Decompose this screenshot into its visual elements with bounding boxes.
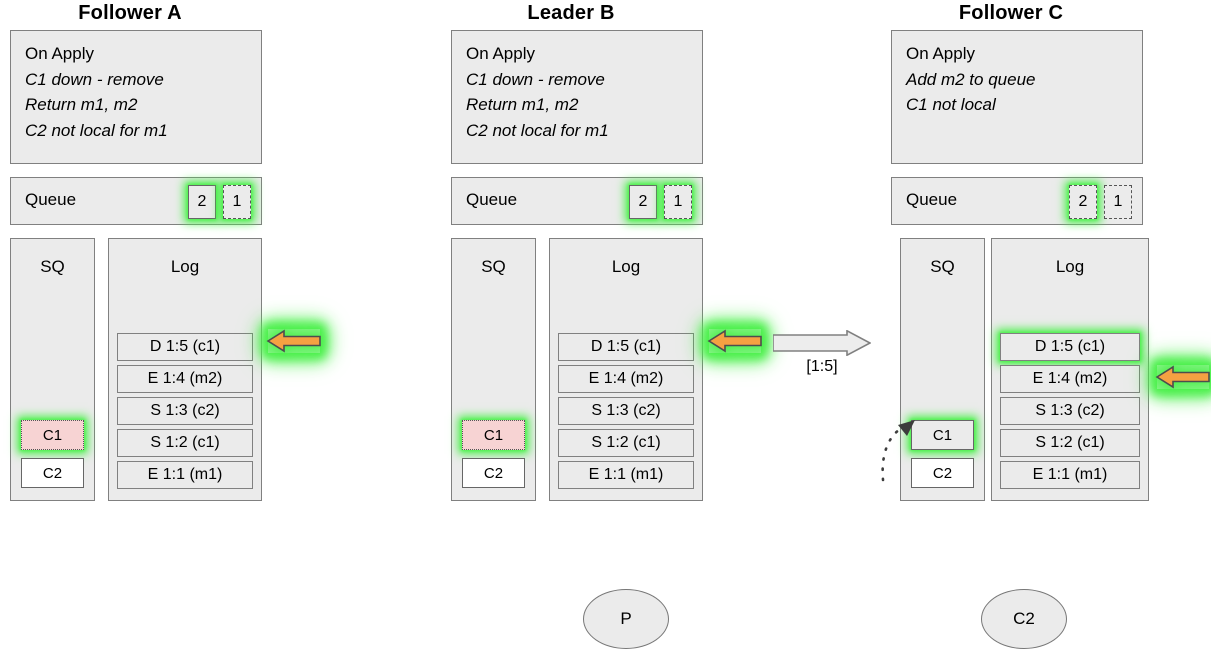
log-entry[interactable]: E 1:1 (m1) <box>1000 461 1140 489</box>
panel-title: Follower C <box>958 2 1064 24</box>
on-apply-line: Add m2 to queue <box>906 69 1036 89</box>
log-column: Log D 1:5 (c1) E 1:4 (m2) S 1:3 (c2) S 1… <box>991 238 1149 501</box>
log-entry[interactable]: S 1:3 (c2) <box>117 397 253 425</box>
log-entry[interactable]: S 1:3 (c2) <box>1000 397 1140 425</box>
queue-slot[interactable]: 2 <box>629 185 657 219</box>
log-entry[interactable]: D 1:5 (c1) <box>1000 333 1140 361</box>
on-apply-heading: On Apply <box>466 44 535 63</box>
log-header: Log <box>611 257 641 276</box>
on-apply-line: C1 down - remove <box>466 69 605 89</box>
log-entry[interactable]: S 1:2 (c1) <box>117 429 253 457</box>
queue-bar: Queue 2 1 <box>10 177 262 225</box>
log-entry[interactable]: S 1:3 (c2) <box>558 397 694 425</box>
log-entry[interactable]: E 1:4 (m2) <box>117 365 253 393</box>
sq-column: SQ C1 C2 <box>900 238 985 501</box>
node-p[interactable]: P <box>583 589 669 649</box>
sq-item-c2[interactable]: C2 <box>462 458 525 488</box>
sq-column: SQ C1 C2 <box>10 238 95 501</box>
queue-slot[interactable]: 1 <box>1104 185 1132 219</box>
on-apply-line: Return m1, m2 <box>25 95 138 114</box>
on-apply-heading: On Apply <box>25 44 94 63</box>
queue-slot[interactable]: 1 <box>664 185 692 219</box>
on-apply-card: On Apply C1 down - remove Return m1, m2 … <box>451 30 703 164</box>
sq-column: SQ C1 C2 <box>451 238 536 501</box>
on-apply-card: On Apply Add m2 to queue C1 not local <box>891 30 1143 164</box>
queue-label: Queue <box>25 190 77 209</box>
on-apply-line: C1 not local <box>906 95 996 114</box>
apply-pointer-arrow-icon <box>707 329 762 353</box>
sq-item-c1[interactable]: C1 <box>21 420 84 450</box>
log-header: Log <box>1055 257 1085 276</box>
sq-header: SQ <box>40 257 65 276</box>
sq-header: SQ <box>930 257 955 276</box>
queue-bar: Queue 2 1 <box>891 177 1143 225</box>
queue-slots: 2 1 <box>1069 185 1132 219</box>
node-c2[interactable]: C2 <box>981 589 1067 649</box>
on-apply-card: On Apply C1 down - remove Return m1, m2 … <box>10 30 262 164</box>
log-column: Log D 1:5 (c1) E 1:4 (m2) S 1:3 (c2) S 1… <box>108 238 262 501</box>
log-column: Log D 1:5 (c1) E 1:4 (m2) S 1:3 (c2) S 1… <box>549 238 703 501</box>
replication-arrow-label: [1:5] <box>806 358 838 375</box>
sq-item-c1[interactable]: C1 <box>911 420 974 450</box>
on-apply-line: C2 not local for m1 <box>25 120 168 140</box>
apply-pointer-arrow-icon <box>1155 365 1210 389</box>
queue-slot[interactable]: 2 <box>188 185 216 219</box>
sq-item-c2[interactable]: C2 <box>911 458 974 488</box>
on-apply-line: C2 not local for m1 <box>466 120 609 140</box>
queue-bar: Queue 2 1 <box>451 177 703 225</box>
log-entry[interactable]: E 1:1 (m1) <box>558 461 694 489</box>
dotted-pointer-arrow-icon <box>871 392 931 482</box>
panel-follower-a: Follower A On Apply C1 down - remove Ret… <box>0 0 321 510</box>
log-entry[interactable]: S 1:2 (c1) <box>1000 429 1140 457</box>
on-apply-heading: On Apply <box>906 44 975 63</box>
sq-header: SQ <box>481 257 506 276</box>
queue-slots: 2 1 <box>629 185 692 219</box>
queue-label: Queue <box>466 190 518 209</box>
sq-item-c2[interactable]: C2 <box>21 458 84 488</box>
panel-title: Follower A <box>78 2 182 24</box>
panel-follower-c: Follower C On Apply Add m2 to queue C1 n… <box>881 0 1210 510</box>
sq-item-c1[interactable]: C1 <box>462 420 525 450</box>
log-entry[interactable]: E 1:4 (m2) <box>558 365 694 393</box>
panel-title: Leader B <box>527 2 615 24</box>
on-apply-line: C1 down - remove <box>25 69 164 89</box>
queue-label: Queue <box>906 190 958 209</box>
queue-slot[interactable]: 2 <box>1069 185 1097 219</box>
queue-slots: 2 1 <box>188 185 251 219</box>
log-entry[interactable]: E 1:4 (m2) <box>1000 365 1140 393</box>
log-entry[interactable]: D 1:5 (c1) <box>558 333 694 361</box>
log-header: Log <box>170 257 200 276</box>
log-entry[interactable]: E 1:1 (m1) <box>117 461 253 489</box>
replication-arrow-icon <box>773 330 871 356</box>
log-entry[interactable]: D 1:5 (c1) <box>117 333 253 361</box>
log-entry[interactable]: S 1:2 (c1) <box>558 429 694 457</box>
queue-slot[interactable]: 1 <box>223 185 251 219</box>
apply-pointer-arrow-icon <box>266 329 321 353</box>
on-apply-line: Return m1, m2 <box>466 95 579 114</box>
panel-leader-b: Leader B On Apply C1 down - remove Retur… <box>441 0 762 510</box>
